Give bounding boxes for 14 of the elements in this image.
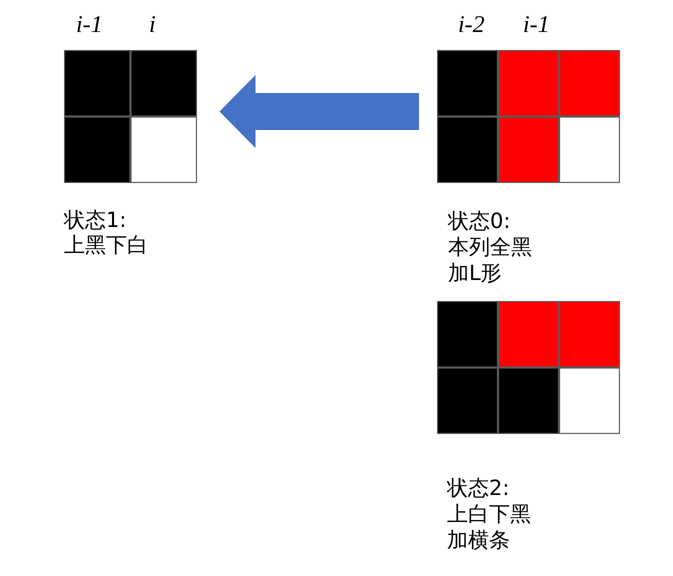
column-label: i-1 <box>523 12 550 38</box>
state-label: 状态2: <box>447 475 510 501</box>
column-label: i-1 <box>76 12 103 38</box>
column-label: i-2 <box>458 12 485 38</box>
column-label: i <box>149 12 156 38</box>
state-description: 本列全黑加L形 <box>448 234 533 286</box>
cell-grid <box>437 50 620 183</box>
block-arrow <box>220 75 419 148</box>
state-label: 状态1: <box>64 207 126 233</box>
state-description: 上白下黑加横条 <box>447 501 532 553</box>
state-description: 上黑下白 <box>64 232 149 258</box>
cell-grid <box>437 301 620 434</box>
cell-grid <box>64 50 197 183</box>
state-label: 状态0: <box>448 208 510 234</box>
